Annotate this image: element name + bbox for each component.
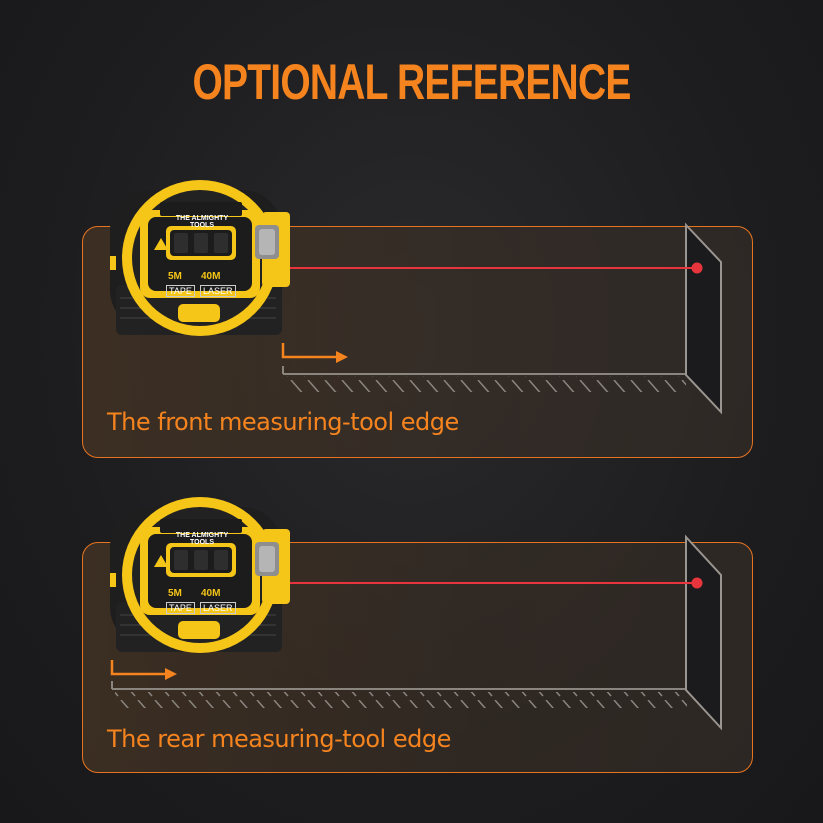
laser-label: LASER: [200, 602, 236, 614]
rear-edge-caption: The rear measuring-tool edge: [107, 725, 451, 753]
rear-diagram: [109, 496, 722, 731]
reference-arrow: [110, 660, 167, 676]
reference-arrow: [281, 343, 338, 359]
rear-reference-panel: [82, 542, 753, 773]
floor-hatch: [115, 692, 687, 708]
target-wall: [685, 534, 722, 731]
brand-label: THE ALMIGHTY TOOLS: [175, 215, 229, 229]
arrow-head-icon: [336, 351, 348, 363]
laser-tape-measure: [109, 496, 291, 654]
laser-label: LASER: [200, 285, 236, 297]
tape-label: TAPE: [166, 602, 195, 614]
laser-dot: [691, 577, 703, 589]
laser-range: 40M: [201, 271, 221, 282]
laser-range: 40M: [201, 588, 221, 599]
floor-hatch: [286, 376, 686, 392]
tape-range: 5M: [168, 271, 182, 282]
arrow-head-icon: [165, 668, 177, 680]
brand-label: THE ALMIGHTY TOOLS: [175, 532, 229, 546]
tape-range: 5M: [168, 588, 182, 599]
front-diagram: [109, 179, 722, 415]
page-title: OPTIONAL REFERENCE: [192, 54, 631, 110]
front-edge-caption: The front measuring-tool edge: [107, 408, 459, 436]
target-wall: [685, 222, 722, 415]
laser-dot: [691, 262, 703, 274]
tape-label: TAPE: [166, 285, 195, 297]
laser-tape-measure: [109, 179, 291, 337]
